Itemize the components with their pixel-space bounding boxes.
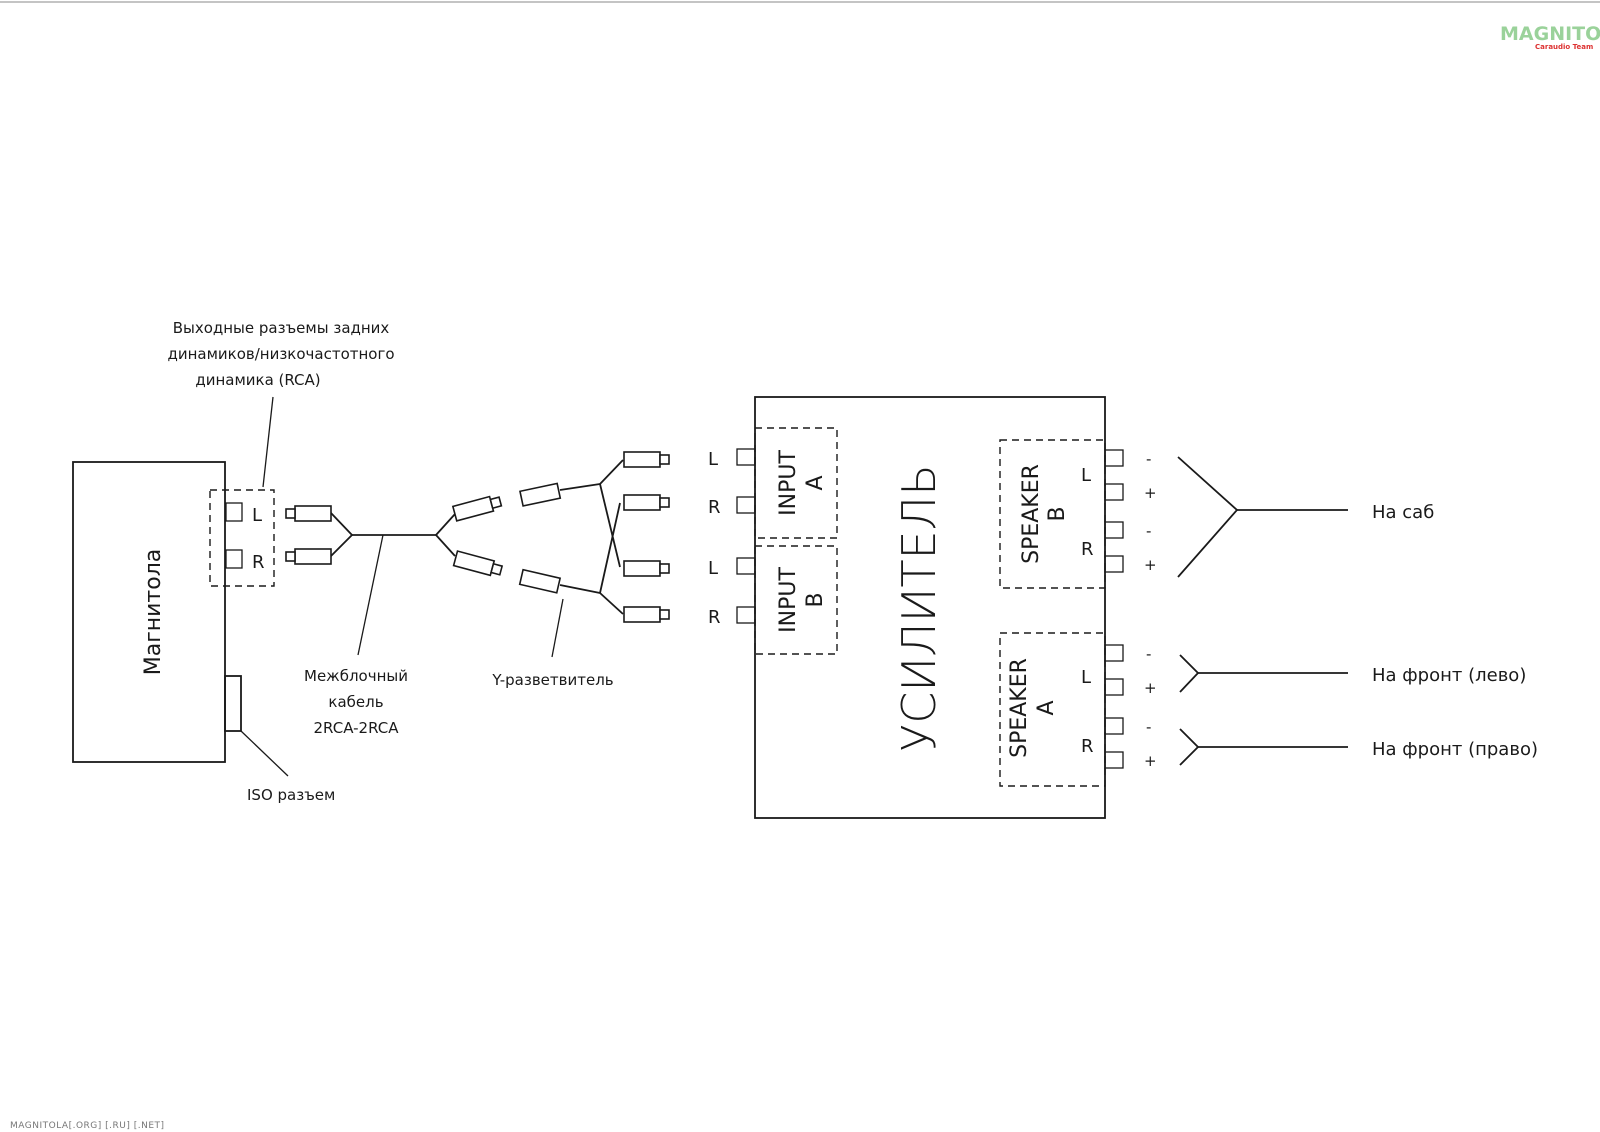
speaker-a-box — [999, 632, 1106, 787]
svg-text:L: L — [252, 505, 262, 526]
svg-text:Y-разветвитель: Y-разветвитель — [491, 671, 613, 689]
svg-text:R: R — [1081, 736, 1094, 757]
svg-text:INPUT: INPUT — [776, 450, 801, 516]
svg-text:SPEAKER: SPEAKER — [1007, 658, 1032, 758]
svg-text:-: - — [1146, 522, 1151, 540]
svg-text:-: - — [1146, 645, 1151, 663]
rca-outputs-label: Выходные разъемы задних динамиков/низкоч… — [167, 319, 395, 488]
rca-l-jack — [225, 502, 243, 522]
svg-text:MAGNITOLA: MAGNITOLA — [1500, 23, 1600, 45]
input-a-box — [754, 427, 838, 539]
svg-text:Выходные разъемы задних: Выходные разъемы задних — [173, 319, 390, 337]
svg-text:A: A — [803, 475, 828, 490]
svg-text:На фронт (право): На фронт (право) — [1372, 739, 1538, 760]
svg-text:L: L — [708, 558, 718, 579]
svg-text:ISO разъем: ISO разъем — [247, 786, 335, 804]
svg-text:R: R — [1081, 539, 1094, 560]
front-right-output: На фронт (право) — [1179, 728, 1538, 766]
svg-text:динамика (RCA): динамика (RCA) — [195, 371, 320, 389]
svg-text:На саб: На саб — [1372, 502, 1434, 523]
head-unit-label: Магнитола — [141, 549, 166, 676]
rca-output-group: L R — [209, 489, 275, 587]
svg-text:L: L — [708, 449, 718, 470]
svg-text:INPUT: INPUT — [776, 567, 801, 633]
svg-text:+: + — [1144, 484, 1157, 502]
svg-text:SPEAKER: SPEAKER — [1019, 464, 1044, 564]
svg-text:динамиков/низкочастотного: динамиков/низкочастотного — [167, 345, 394, 363]
input-a-r-jack — [736, 496, 756, 514]
svg-text:B: B — [803, 592, 828, 607]
watermark-logo: MAGNITOLA Caraudio Team — [1500, 23, 1600, 51]
input-a-l-jack — [736, 448, 756, 466]
input-b-l-jack — [736, 557, 756, 575]
front-left-output: На фронт (лево) — [1179, 654, 1526, 693]
sub-output: На саб — [1177, 456, 1434, 578]
svg-text:R: R — [252, 552, 265, 573]
svg-text:L: L — [1081, 667, 1091, 688]
amplifier: УСИЛИТЕЛЬ L R L R INPUT A INPUT B SPEAKE… — [708, 396, 1157, 819]
iso-label: ISO разъем — [240, 730, 335, 804]
svg-text:R: R — [708, 607, 721, 628]
svg-text:+: + — [1144, 556, 1157, 574]
svg-text:R: R — [708, 497, 721, 518]
amplifier-label: УСИЛИТЕЛЬ — [892, 464, 946, 752]
head-unit: Магнитола — [72, 461, 242, 763]
y-splitter: Y-разветвитель — [435, 451, 670, 689]
footer-text: MAGNITOLA[.ORG] [.RU] [.NET] — [10, 1121, 165, 1131]
svg-text:-: - — [1146, 450, 1151, 468]
input-b-box — [754, 545, 838, 655]
svg-text:+: + — [1144, 752, 1157, 770]
svg-text:L: L — [1081, 465, 1091, 486]
svg-text:На фронт (лево): На фронт (лево) — [1372, 665, 1526, 686]
svg-text:+: + — [1144, 679, 1157, 697]
rca-r-jack — [225, 549, 243, 569]
input-b-r-jack — [736, 606, 756, 624]
iso-port — [224, 675, 242, 732]
svg-text:Межблочный: Межблочный — [304, 667, 408, 685]
svg-text:кабель: кабель — [328, 693, 383, 711]
svg-text:A: A — [1034, 700, 1059, 715]
svg-text:2RCA-2RCA: 2RCA-2RCA — [314, 719, 400, 737]
svg-text:-: - — [1146, 718, 1151, 736]
svg-text:Caraudio Team: Caraudio Team — [1535, 43, 1593, 51]
interconnect-cable: Межблочный кабель 2RCA-2RCA — [285, 505, 436, 737]
svg-text:B: B — [1045, 506, 1070, 521]
speaker-b-box — [999, 439, 1106, 589]
